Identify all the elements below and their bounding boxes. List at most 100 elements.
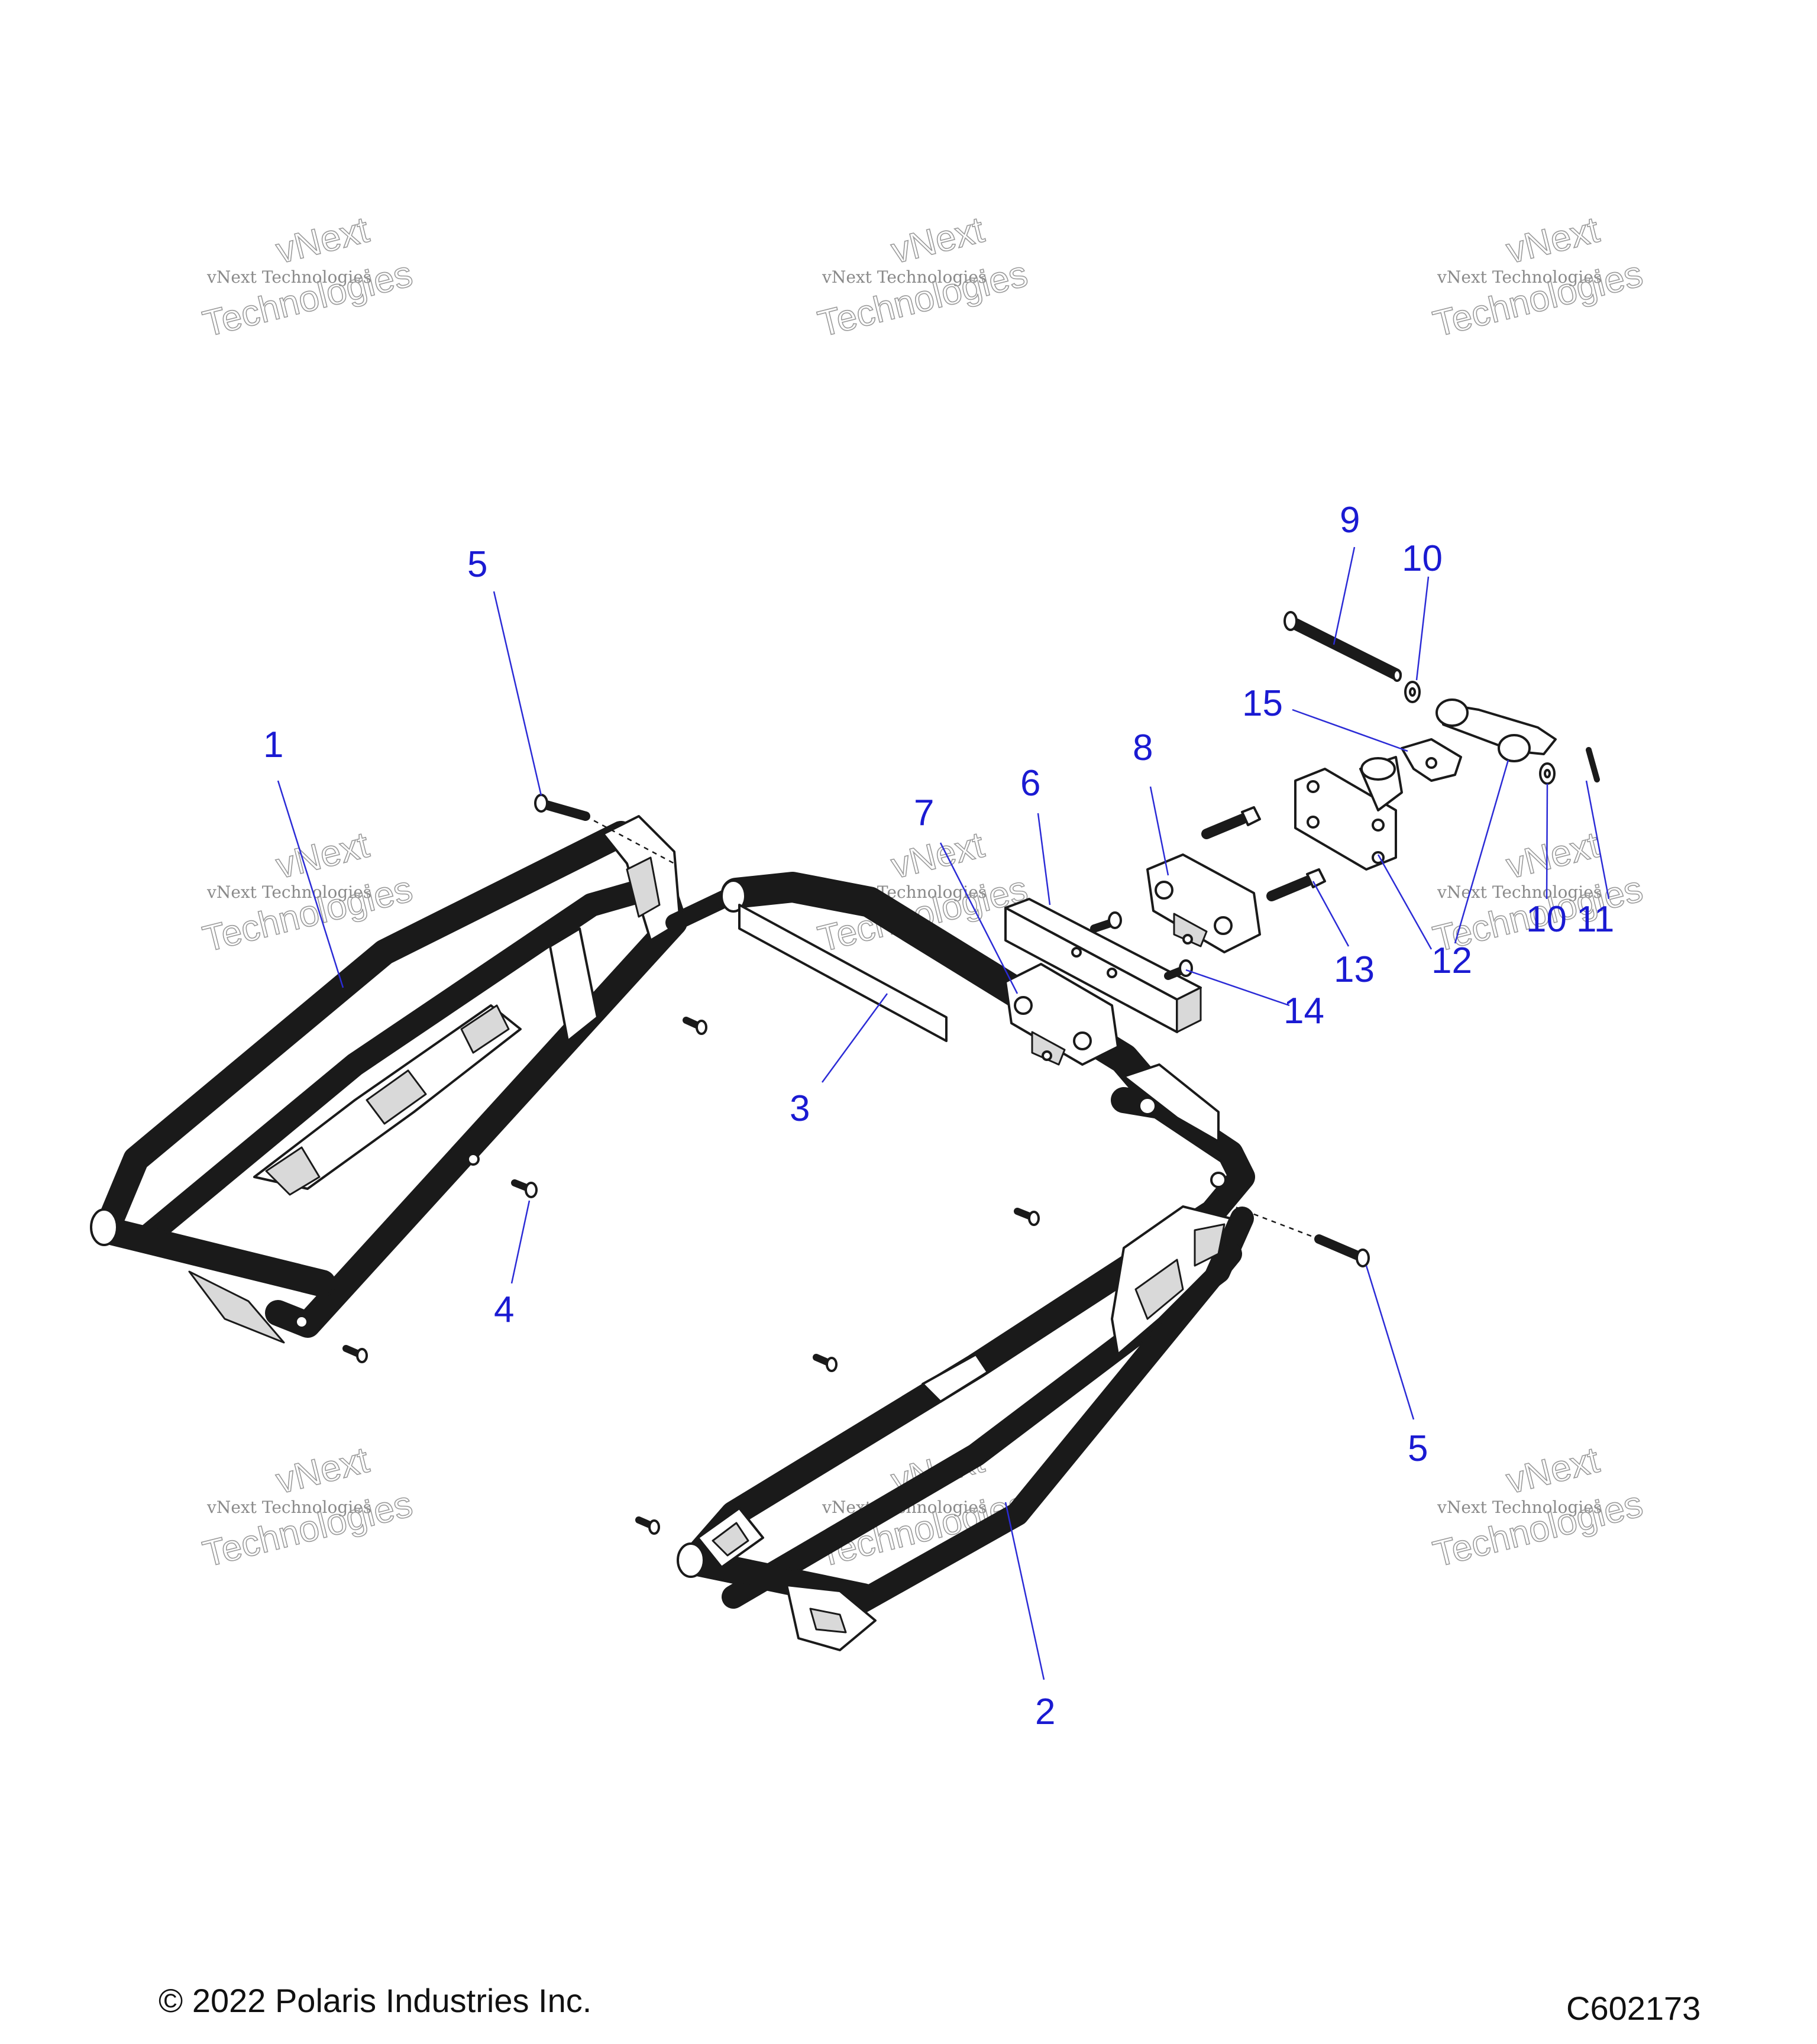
part-11-cotter-pin bbox=[1586, 747, 1600, 782]
bar-hole bbox=[1071, 947, 1082, 958]
watermark-text: vNext Technologies bbox=[206, 267, 371, 287]
leaf-hole bbox=[1425, 757, 1437, 769]
watermark-text: vNext bbox=[887, 824, 988, 887]
watermark-text: vNext bbox=[272, 824, 373, 887]
watermark: vNext vNext Technologies Technologies bbox=[813, 209, 1032, 345]
mount-hole bbox=[1138, 1097, 1157, 1115]
plate-hole bbox=[1372, 819, 1385, 832]
watermark-text: vNext Technologies bbox=[1437, 1498, 1602, 1517]
watermark: vNext vNext Technologies Technologies bbox=[1428, 209, 1647, 345]
callout-7: 7 bbox=[914, 793, 934, 833]
part-4-screw bbox=[635, 1516, 660, 1535]
callout-5: 5 bbox=[467, 544, 487, 585]
mount-hole bbox=[467, 1153, 480, 1166]
bracket-boss bbox=[1073, 1031, 1092, 1050]
callout-10: 10 bbox=[1526, 899, 1567, 940]
part-1-left-rail bbox=[90, 815, 687, 1344]
watermarks: vNext vNext Technologies Technologies vN… bbox=[198, 209, 1647, 1576]
watermark-text: vNext bbox=[1502, 209, 1603, 271]
gusset-cutout bbox=[460, 1004, 510, 1054]
part-7-bracket bbox=[1004, 963, 1119, 1066]
watermark-text: vNext bbox=[272, 1440, 373, 1502]
part-10-washer bbox=[1539, 762, 1556, 785]
callout-1: 1 bbox=[263, 725, 283, 765]
bracket-boss bbox=[1214, 916, 1233, 935]
plate-hole bbox=[1307, 780, 1320, 793]
watermark-text: vNext Technologies bbox=[206, 882, 371, 902]
watermark: vNext vNext Technologies Technologies bbox=[198, 209, 416, 345]
part-13-bolt bbox=[1201, 806, 1261, 839]
rear-stub bbox=[1123, 1063, 1220, 1143]
leader-lines bbox=[277, 546, 1610, 1680]
callout-13: 13 bbox=[1334, 949, 1375, 990]
part-4-screw bbox=[683, 1017, 707, 1035]
mount-hole bbox=[1210, 1172, 1227, 1188]
diagram-id: C602173 bbox=[1566, 1990, 1701, 2027]
bracket-tab bbox=[1031, 1031, 1066, 1066]
callout-10: 10 bbox=[1402, 538, 1443, 579]
callout-14: 14 bbox=[1283, 991, 1324, 1031]
part-4-screw bbox=[342, 1345, 368, 1363]
callout-5: 5 bbox=[1408, 1428, 1428, 1469]
watermark-text: vNext bbox=[887, 209, 988, 271]
gusset-cutout bbox=[1194, 1223, 1226, 1267]
watermark: vNext vNext Technologies Technologies bbox=[198, 1439, 416, 1576]
watermark: vNext vNext Technologies Technologies bbox=[198, 824, 416, 960]
part-13-bolt bbox=[1266, 868, 1326, 901]
watermark-text: vNext bbox=[272, 209, 373, 271]
web-plate bbox=[549, 927, 599, 1042]
tube-end-cap bbox=[677, 1542, 705, 1578]
bracket-hole bbox=[1182, 934, 1193, 945]
callout-4: 4 bbox=[494, 1289, 514, 1330]
part-12-latch-arm bbox=[1436, 698, 1557, 762]
watermark-text: vNext bbox=[1502, 1440, 1603, 1502]
part-9-pin bbox=[1283, 611, 1402, 682]
gusset-cutout bbox=[265, 1146, 321, 1196]
arm-knuckle bbox=[1498, 734, 1531, 762]
part-12-hinge-plate bbox=[1294, 756, 1403, 871]
callout-6: 6 bbox=[1020, 763, 1040, 804]
callout-12: 12 bbox=[1431, 940, 1472, 981]
part-4-screw bbox=[813, 1354, 838, 1372]
watermark-text: vNext Technologies bbox=[206, 1498, 371, 1517]
watermark: vNext vNext Technologies Technologies bbox=[1428, 1439, 1647, 1576]
part-4-screw bbox=[1014, 1208, 1040, 1226]
callout-3: 3 bbox=[790, 1088, 810, 1129]
gusset-cutout bbox=[809, 1608, 847, 1634]
bracket-boss bbox=[1155, 881, 1173, 900]
part-15-hinge-leaf bbox=[1401, 738, 1462, 782]
hinge-knuckle bbox=[1360, 757, 1396, 781]
lower-tab bbox=[188, 1270, 285, 1344]
part-10-washer bbox=[1404, 681, 1421, 703]
part-5-bolt bbox=[534, 794, 590, 821]
gusset-cutout bbox=[712, 1522, 749, 1557]
plate-hole bbox=[1307, 816, 1320, 829]
part-2-right-rail bbox=[677, 1063, 1255, 1651]
bracket-tab bbox=[1173, 913, 1208, 947]
part-4-screw bbox=[511, 1179, 538, 1198]
part-5-bolt bbox=[1314, 1234, 1370, 1267]
watermark-text: vNext Technologies bbox=[1437, 267, 1602, 287]
part-14-screw bbox=[1164, 959, 1193, 980]
mid-tab bbox=[922, 1353, 989, 1403]
callout-9: 9 bbox=[1340, 500, 1360, 541]
callout-8: 8 bbox=[1133, 727, 1153, 768]
alignment-line bbox=[1218, 1199, 1320, 1240]
watermark-text: vNext Technologies bbox=[822, 267, 987, 287]
watermark-text: vNext bbox=[1502, 824, 1603, 887]
callout-labels: 1 2 3 4 5 5 6 7 8 9 10 10 11 12 13 14 15 bbox=[263, 500, 1614, 1732]
part-14-screw bbox=[1090, 911, 1122, 933]
callout-2: 2 bbox=[1035, 1692, 1055, 1732]
bar-hole bbox=[1107, 968, 1117, 978]
tube-flat bbox=[738, 904, 948, 1042]
mount-hole bbox=[295, 1315, 309, 1329]
gusset-cutout bbox=[366, 1069, 427, 1125]
callout-11: 11 bbox=[1576, 899, 1614, 940]
bracket-cutout bbox=[626, 856, 661, 918]
arm-knuckle bbox=[1436, 698, 1469, 727]
bracket-boss bbox=[1014, 996, 1033, 1015]
callout-15: 15 bbox=[1242, 683, 1283, 724]
part-6-mount-bar bbox=[1004, 898, 1202, 1033]
part-8-bracket bbox=[1146, 853, 1261, 953]
